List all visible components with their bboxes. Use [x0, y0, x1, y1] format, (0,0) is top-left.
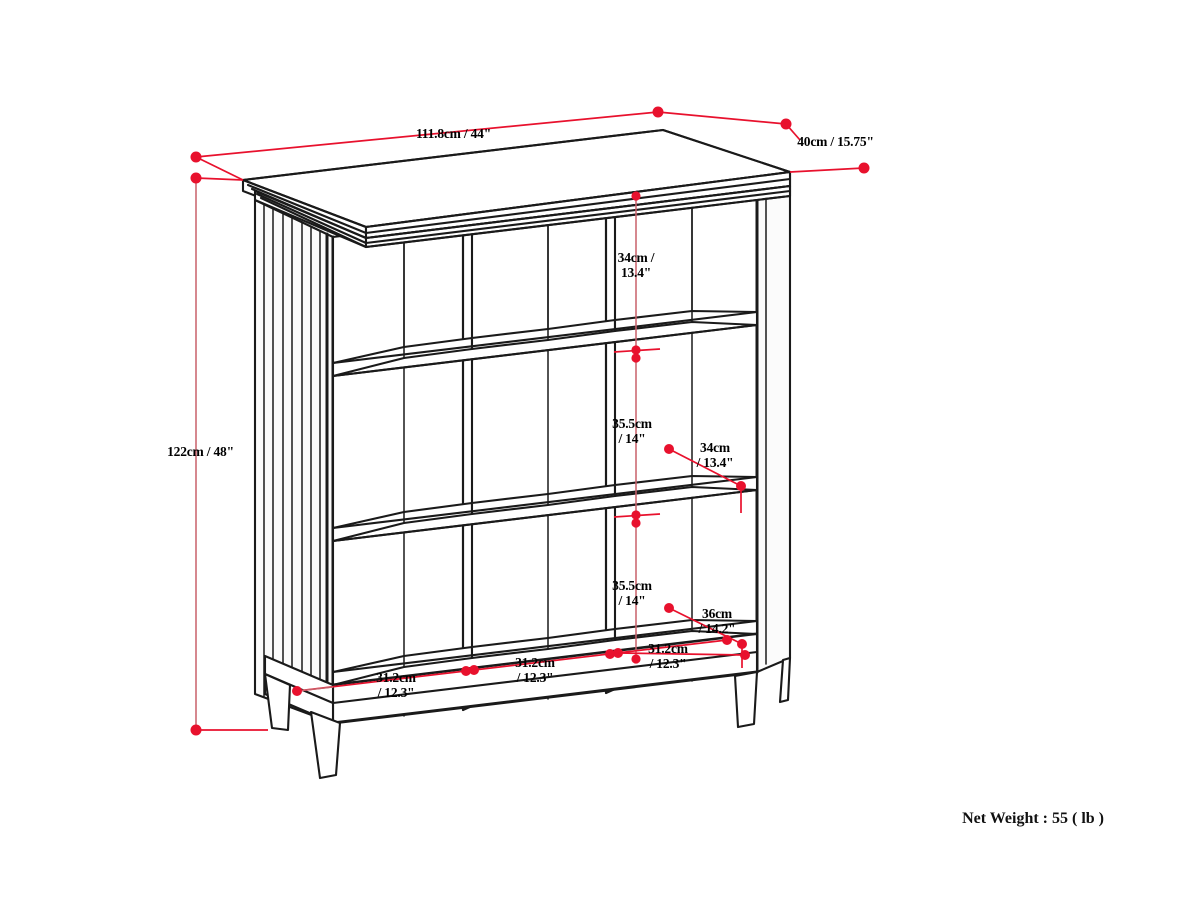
net-weight-label: Net Weight : 55 ( lb )	[962, 810, 1104, 827]
dim-cube-heights	[613, 191, 661, 664]
left-side-panel	[253, 198, 335, 725]
dim-label-overall-depth: 40cm / 15.75"	[797, 134, 874, 149]
dim-label-cube-width-center: 31.2cm / 12.3"	[515, 655, 555, 686]
dim-label-overall-width: 111.8cm / 44"	[415, 126, 492, 141]
dim-label-bottom-cube-height: 35.5cm / 14"	[612, 578, 652, 609]
bottom-deck	[331, 618, 759, 687]
dim-overall-height	[190, 172, 268, 736]
dim-cube-widths	[292, 635, 750, 696]
dimension-annotations	[190, 106, 870, 736]
dim-overall-depth	[657, 111, 870, 174]
dim-label-cube-width-left: 31.2cm / 12.3"	[376, 670, 416, 701]
dim-label-middle-shelf-depth: 34cm / 13.4"	[696, 440, 734, 471]
legs	[263, 656, 792, 780]
dim-label-top-cube-height: 34cm / 13.4"	[617, 250, 655, 281]
dim-label-middle-cube-height: 35.5cm / 14"	[612, 416, 652, 447]
shelf-lower	[331, 474, 759, 543]
top-crown	[241, 128, 792, 249]
right-side-panel	[755, 170, 792, 674]
interior-corner-lines	[403, 193, 693, 348]
dim-middle-shelf-depth	[664, 444, 746, 513]
shelf-upper	[331, 309, 759, 378]
dim-label-cube-width-right: 31.2cm / 12.3"	[648, 641, 688, 672]
dim-label-overall-height: 122cm / 48"	[167, 444, 234, 459]
dim-label-bottom-shelf-depth: 36cm / 14.2"	[698, 606, 736, 637]
